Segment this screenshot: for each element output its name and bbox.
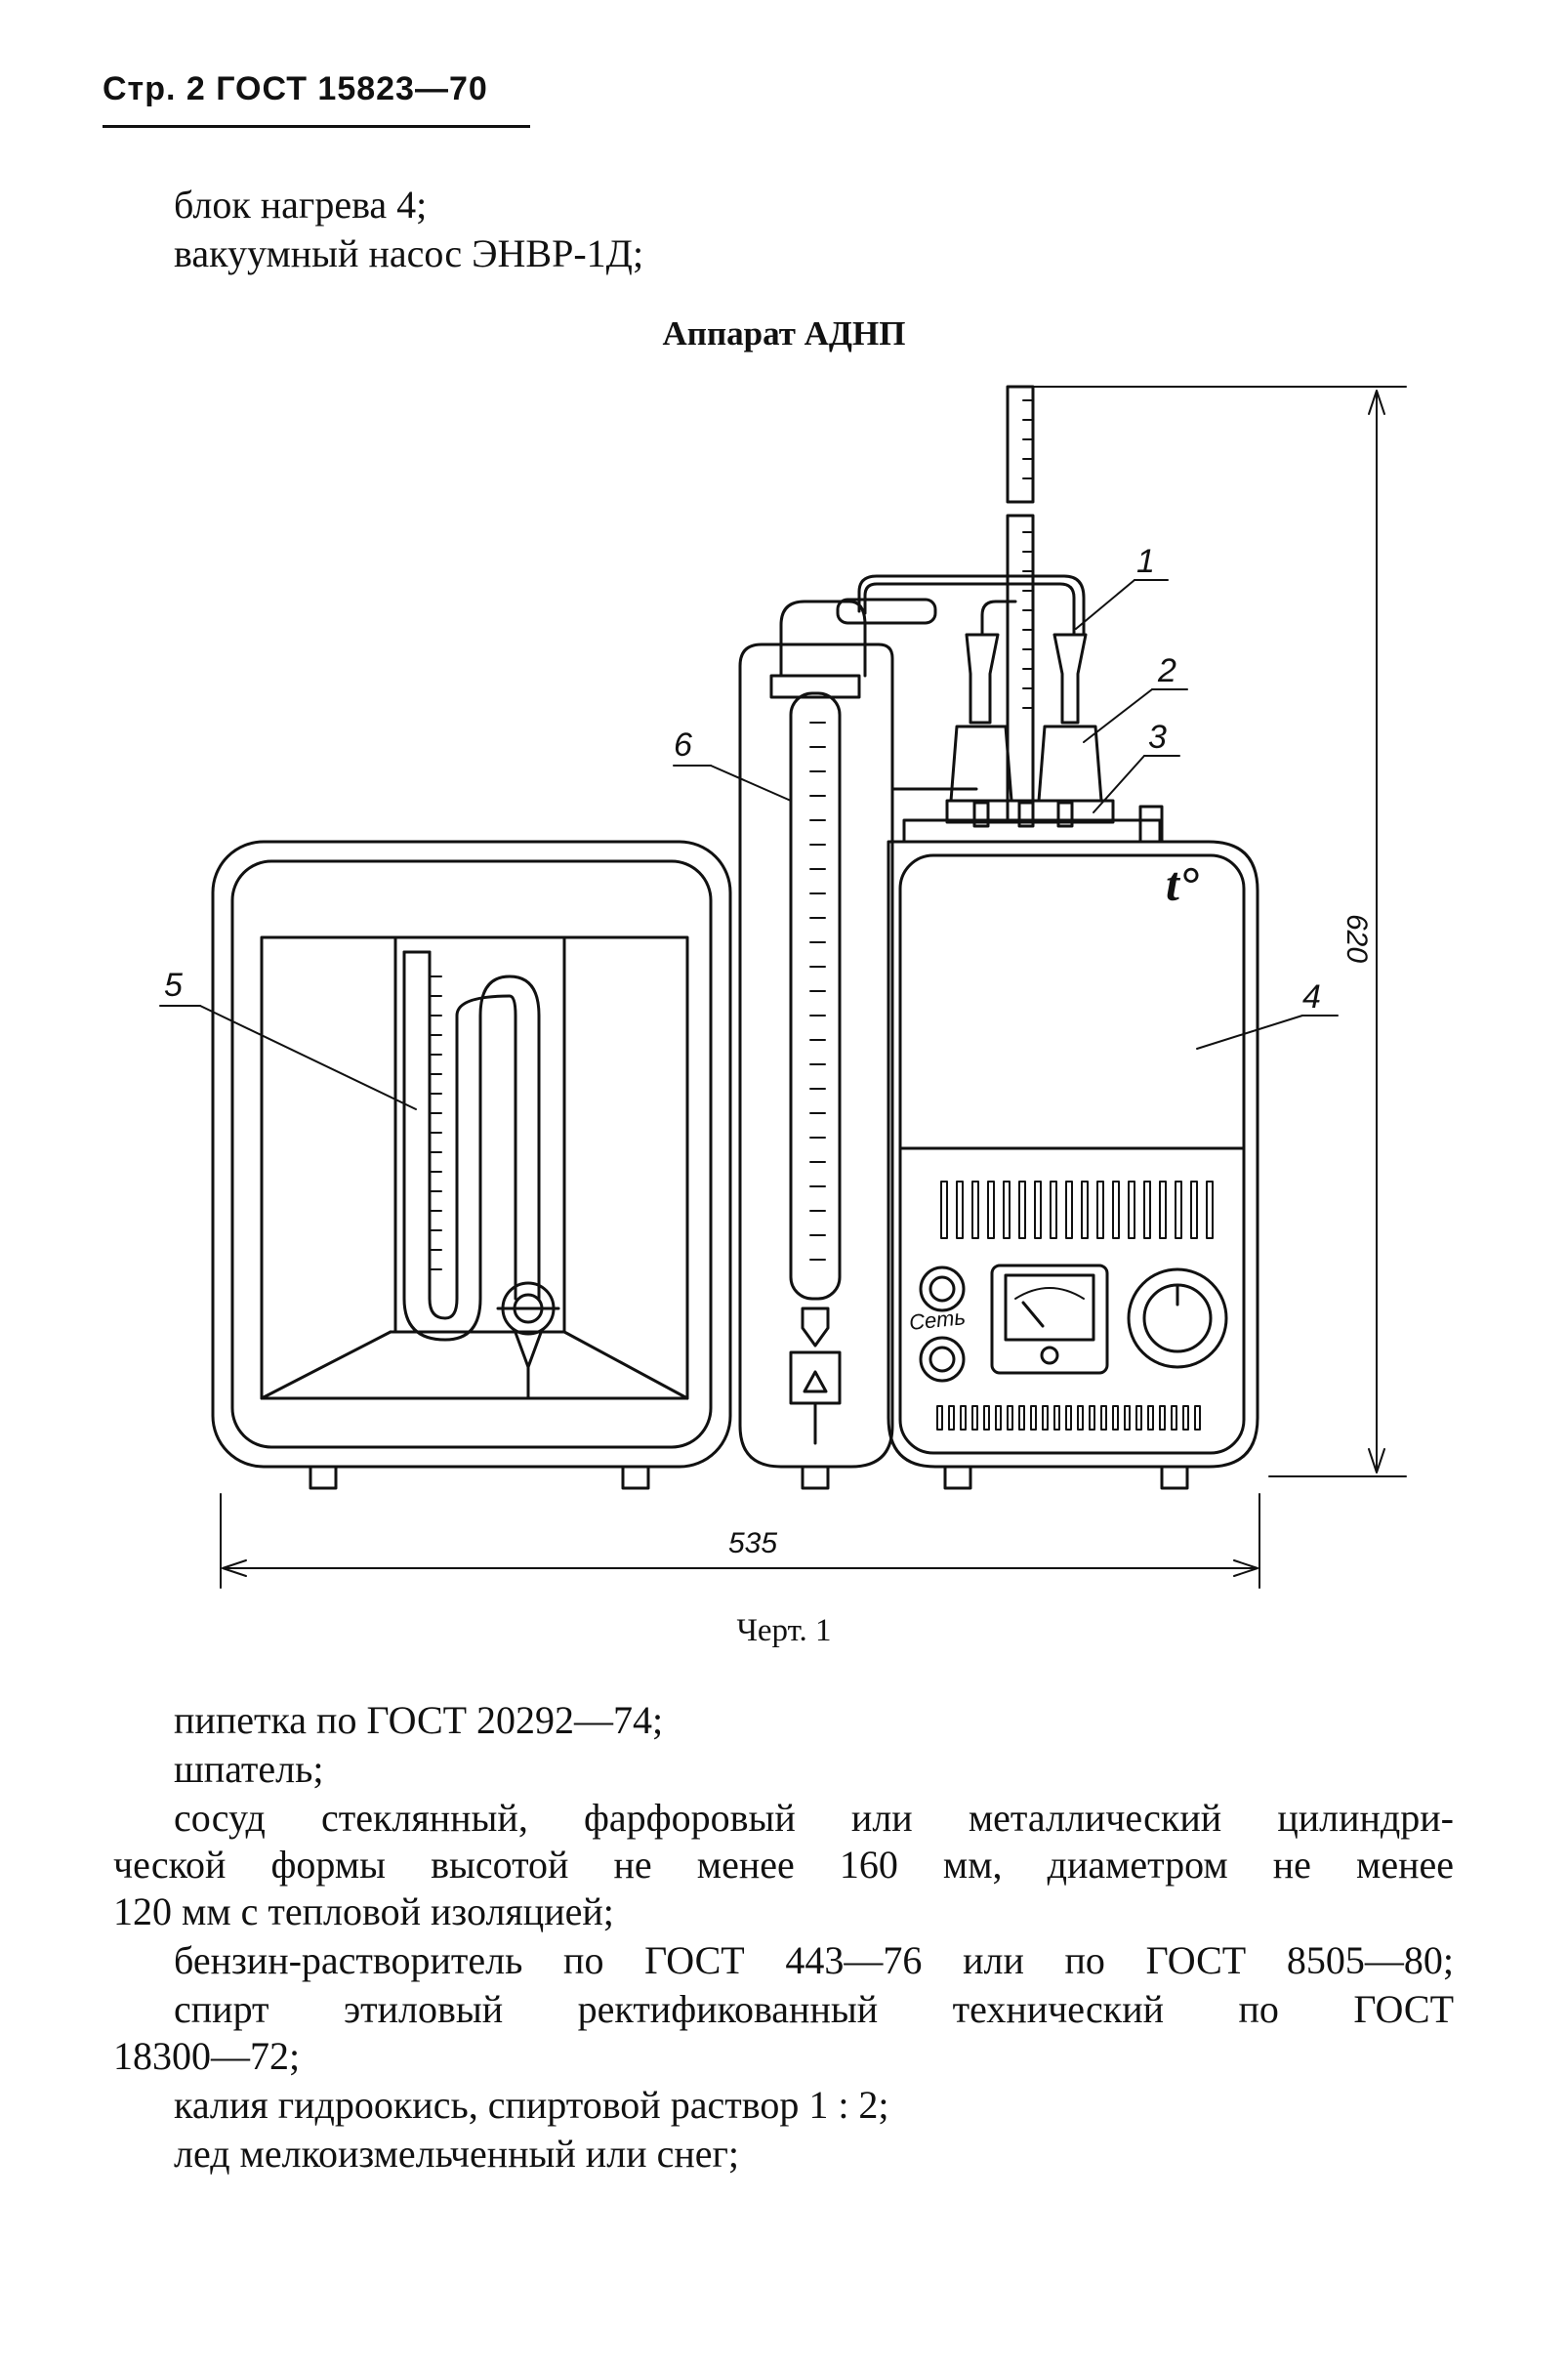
callout-3: 3 (1148, 719, 1167, 756)
figure-caption: Черт. 1 (736, 1613, 832, 1648)
list-item-continuation: ческой формы высотой не менее 160 мм, ди… (113, 1843, 1454, 1887)
header-rule (103, 125, 530, 128)
callout-6: 6 (674, 726, 692, 764)
height-dimension: 620 (1341, 914, 1373, 963)
list-item: бензин-растворитель по ГОСТ 443—76 или п… (174, 1938, 1454, 1982)
heating-unit (887, 805, 1259, 1490)
list-item-continuation: 18300—72; (113, 2034, 301, 2078)
list-item: сосуд стеклянный, фарфоровый или металли… (174, 1796, 1454, 1840)
figure-title: Аппарат АДНП (662, 314, 906, 353)
apparatus-drawing: 1 2 3 4 5 6 t° Сеть 535 620 (159, 385, 1407, 1589)
list-item: шпатель; (174, 1747, 324, 1791)
dimension-lines (220, 386, 1407, 1589)
width-dimension: 535 (728, 1527, 777, 1559)
list-item: блок нагрева 4; (174, 183, 428, 227)
list-item: калия гидроокись, спиртовой раствор 1 : … (174, 2083, 889, 2127)
list-item: лед мелкоизмельченный или снег; (174, 2132, 740, 2176)
list-item: пипетка по ГОСТ 20292—74; (174, 1698, 664, 1742)
callout-1: 1 (1136, 543, 1155, 580)
temperature-mark: t° (1166, 856, 1199, 911)
callout-2: 2 (1157, 652, 1176, 689)
page-header: Стр. 2 ГОСТ 15823—70 (103, 70, 488, 107)
callout-4: 4 (1302, 978, 1321, 1016)
list-item-continuation: 120 мм с тепловой изоляцией; (113, 1889, 614, 1933)
cooling-bath (211, 840, 732, 1490)
list-item: спирт этиловый ректификованный техническ… (174, 1987, 1454, 2031)
power-label: Сеть (908, 1305, 967, 1335)
callout-5: 5 (164, 967, 183, 1004)
list-item: вакуумный насос ЭНВР-1Д; (174, 231, 644, 275)
burette-column (738, 600, 894, 1490)
flask-assembly (836, 385, 1115, 828)
callout-leaders (159, 579, 1339, 1110)
